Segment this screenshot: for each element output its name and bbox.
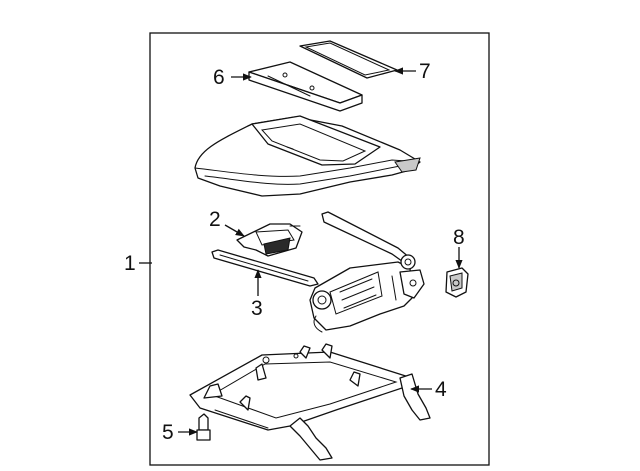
callout-5: 5 xyxy=(162,421,174,444)
armrest-lid xyxy=(194,115,421,197)
callout-3: 3 xyxy=(251,297,263,320)
callout-7: 7 xyxy=(419,60,431,83)
part-4-base-tray xyxy=(189,343,431,461)
part-3-trim-strip xyxy=(211,249,319,287)
hinge-frame-assembly xyxy=(309,211,425,333)
part-2-latch xyxy=(236,223,303,257)
callout-2: 2 xyxy=(209,208,221,231)
callout-8: 8 xyxy=(453,226,465,249)
leader-2 xyxy=(224,224,245,237)
callout-1: 1 xyxy=(124,252,136,275)
callout-4: 4 xyxy=(435,378,447,401)
diagram-frame xyxy=(149,32,490,466)
part-5-screw xyxy=(196,413,211,441)
callout-6: 6 xyxy=(213,66,225,89)
part-8-clip xyxy=(445,267,469,298)
part-6-lid-insert xyxy=(248,61,363,112)
part-7-gasket xyxy=(299,40,398,79)
